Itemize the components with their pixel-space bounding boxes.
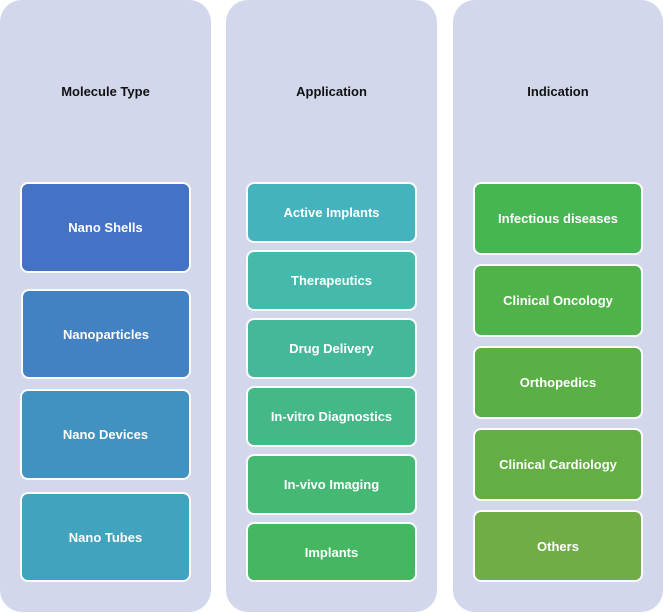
box-implants: Implants	[247, 523, 416, 581]
box-clinical-cardiology: Clinical Cardiology	[474, 429, 642, 500]
box-nanoparticles: Nanoparticles	[22, 290, 190, 378]
box-nano-shells: Nano Shells	[21, 183, 190, 272]
column-title: Molecule Type	[61, 84, 150, 99]
box-clinical-oncology: Clinical Oncology	[474, 265, 642, 336]
column-title: Indication	[527, 84, 589, 99]
box-in-vitro-diagnostics: In-vitro Diagnostics	[247, 387, 416, 446]
box-in-vivo-imaging: In-vivo Imaging	[247, 455, 416, 514]
box-infectious-diseases: Infectious diseases	[474, 183, 642, 254]
box-drug-delivery: Drug Delivery	[247, 319, 416, 378]
box-others: Others	[474, 511, 642, 581]
box-nano-tubes: Nano Tubes	[21, 493, 190, 581]
box-nano-devices: Nano Devices	[21, 390, 190, 479]
box-therapeutics: Therapeutics	[247, 251, 416, 310]
column-title: Application	[296, 84, 367, 99]
molecule-type-column: Molecule Type Nano Shells Nanoparticles …	[0, 0, 211, 612]
box-active-implants: Active Implants	[247, 183, 416, 242]
application-column: Application Active Implants Therapeutics…	[226, 0, 437, 612]
indication-column: Indication Infectious diseases Clinical …	[453, 0, 663, 612]
box-orthopedics: Orthopedics	[474, 347, 642, 418]
